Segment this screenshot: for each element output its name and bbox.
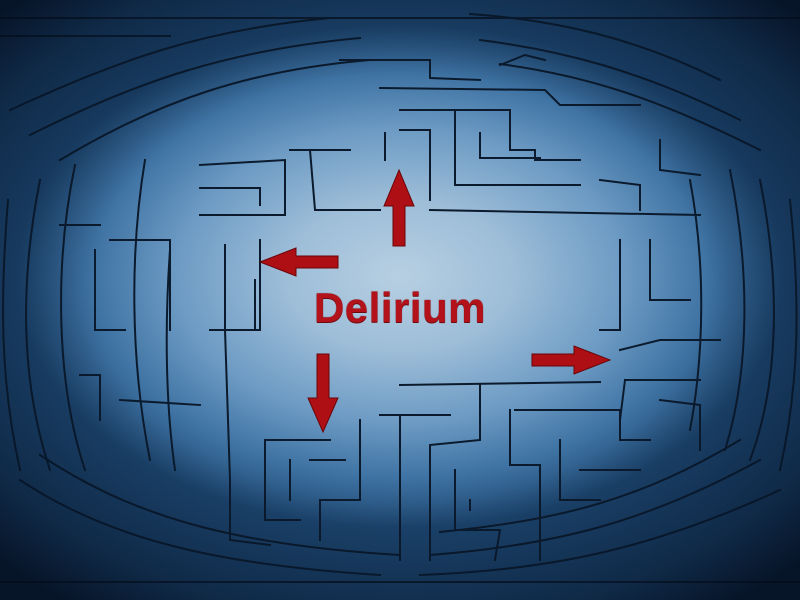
arrow-left-icon	[258, 246, 340, 278]
arrow-up-icon	[383, 168, 415, 248]
center-word: Delirium	[313, 284, 487, 331]
arrow-down-icon	[306, 352, 340, 434]
arrow-right-icon	[530, 344, 612, 376]
